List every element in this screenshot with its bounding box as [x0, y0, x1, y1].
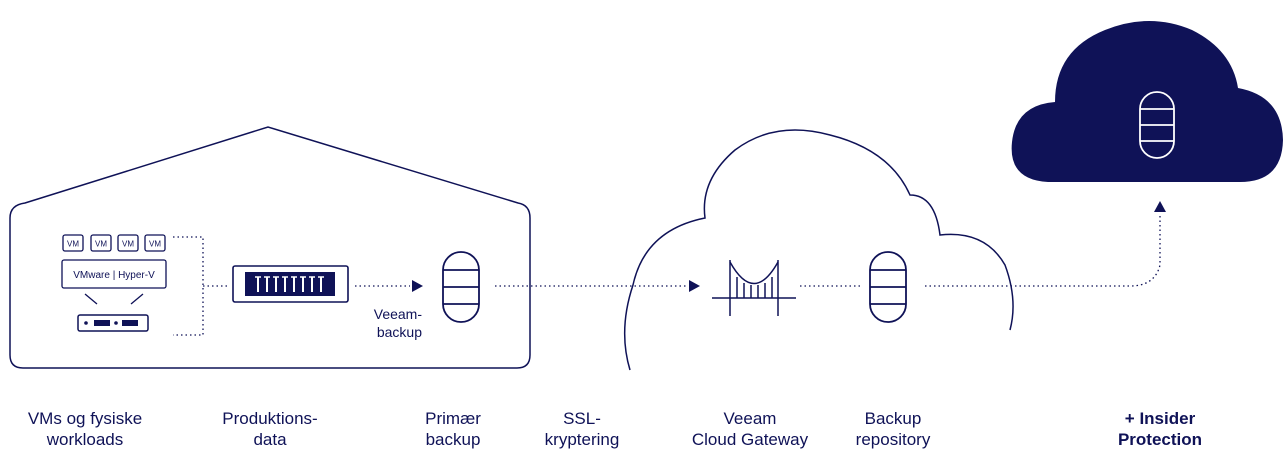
caption-production-data: Produktions- data	[210, 408, 330, 450]
arrow-up-icon	[1154, 201, 1166, 212]
vm-chip-label: VM	[122, 240, 134, 249]
caption-line: Primær	[425, 409, 481, 428]
caption-line: VMs og fysiske	[27, 409, 143, 428]
hypervisor-box	[61, 259, 167, 289]
caption-line: Protection	[1117, 430, 1203, 449]
caption-line: + Insider	[1124, 409, 1196, 428]
caption-line: Cloud Gateway	[691, 430, 809, 449]
caption-line: Veeam	[723, 409, 777, 428]
vm-chip-label: VM	[67, 240, 79, 249]
caption-backup-repository: Backup repository	[838, 408, 948, 450]
caption-line: data	[253, 430, 287, 449]
veeam-backup-label: Veeam- backup	[360, 305, 422, 341]
cloud-outline	[623, 129, 1014, 371]
caption-ssl-encryption: SSL- kryptering	[527, 408, 637, 450]
storage-array-icon	[232, 265, 349, 303]
caption-insider-protection: + Insider Protection	[1090, 408, 1230, 450]
cloud-database-icon	[1139, 91, 1175, 159]
insider-cloud-shape	[1011, 21, 1283, 182]
caption-line: Backup	[864, 409, 922, 428]
dotted-bracket	[173, 236, 204, 336]
caption-cloud-gateway: Veeam Cloud Gateway	[680, 408, 820, 450]
veeam-backup-line: backup	[376, 324, 422, 340]
gateway-bridge-icon	[712, 260, 796, 316]
caption-line: backup	[425, 430, 481, 449]
caption-line: workloads	[46, 430, 124, 449]
caption-primary-backup: Primær backup	[408, 408, 498, 450]
connector-line	[130, 293, 144, 305]
house-outline	[9, 126, 531, 369]
vm-chip-group: VM VM VM VM	[62, 234, 166, 252]
repository-database-icon	[869, 251, 907, 323]
vm-chip	[144, 234, 166, 252]
caption-line: repository	[855, 430, 931, 449]
caption-vms-workloads: VMs og fysiske workloads	[10, 408, 160, 450]
vm-chip	[90, 234, 112, 252]
connector-line	[84, 293, 98, 305]
dotted-connector	[925, 215, 1161, 287]
physical-server-icon	[77, 314, 149, 332]
database-icon	[442, 251, 480, 323]
caption-line: Produktions-	[222, 409, 318, 428]
vm-chip-label: VM	[95, 240, 107, 249]
caption-line: kryptering	[544, 430, 620, 449]
caption-line: SSL-	[563, 409, 601, 428]
vm-chip	[117, 234, 139, 252]
arrow-right-icon	[689, 280, 700, 292]
vm-chip-label: VM	[149, 240, 161, 249]
veeam-backup-line: Veeam-	[373, 306, 422, 322]
vm-chip	[62, 234, 84, 252]
hypervisor-label: VMware | Hyper-V	[73, 270, 155, 281]
arrow-right-icon	[412, 280, 423, 292]
